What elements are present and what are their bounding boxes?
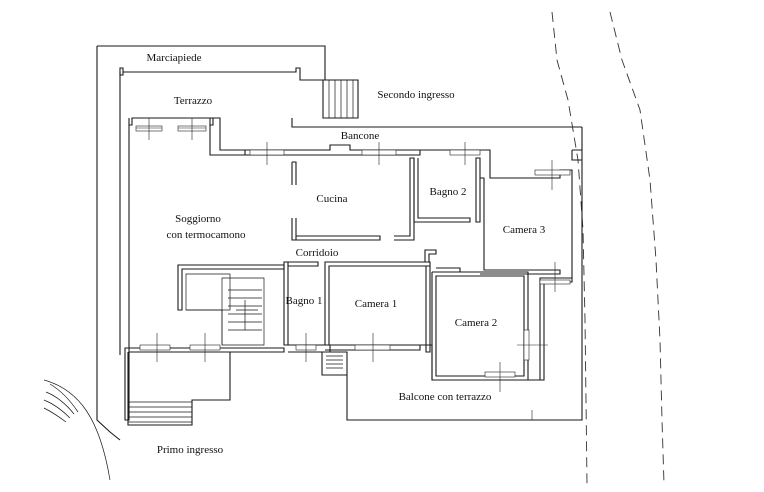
curved-stair [43,379,111,481]
label-soggiorno: Soggiorno [175,213,221,225]
interior-walls [124,117,573,421]
label-secondo-ingresso: Secondo ingresso [377,89,455,101]
windows [135,118,571,420]
label-terrazzo: Terrazzo [174,95,213,107]
label-primo-ingresso: Primo ingresso [157,444,224,456]
label-cucina: Cucina [316,193,347,205]
label-marciapiede: Marciapiede [147,52,202,64]
label-balcone: Balcone con terrazzo [399,391,492,403]
label-camera-3: Camera 3 [503,224,546,236]
label-bagno-2: Bagno 2 [430,186,467,198]
outer-walls [96,45,583,441]
corridor-step [321,351,348,376]
label-soggiorno-sub: con termocamono [166,229,246,241]
label-bancone: Bancone [341,130,380,142]
label-camera-2: Camera 2 [455,317,497,329]
primo-ingresso-steps [127,352,231,426]
label-camera-1: Camera 1 [355,298,397,310]
property-boundary [551,11,665,485]
label-bagno-1: Bagno 1 [286,295,323,307]
label-corridoio: Corridoio [296,247,339,259]
